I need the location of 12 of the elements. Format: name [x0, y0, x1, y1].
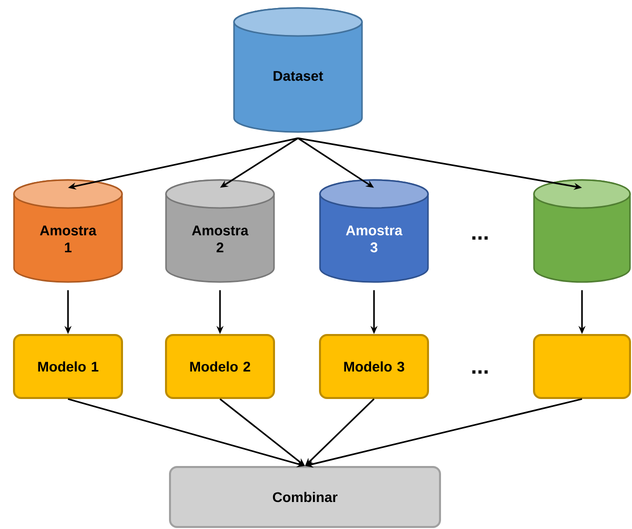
process-box [533, 334, 631, 399]
ellipsis: ... [472, 370, 488, 374]
process-box: Modelo 3 [319, 334, 429, 399]
process-box: Modelo 2 [165, 334, 275, 399]
process-box: Combinar [169, 466, 441, 528]
database-cylinder: Dataset [233, 7, 363, 133]
ellipsis: ... [472, 236, 488, 240]
database-cylinder: Amostra 1 [13, 179, 123, 283]
database-cylinder: Amostra 2 [165, 179, 275, 283]
process-box: Modelo 1 [13, 334, 123, 399]
database-cylinder: Amostra 3 [319, 179, 429, 283]
database-cylinder [533, 179, 631, 283]
